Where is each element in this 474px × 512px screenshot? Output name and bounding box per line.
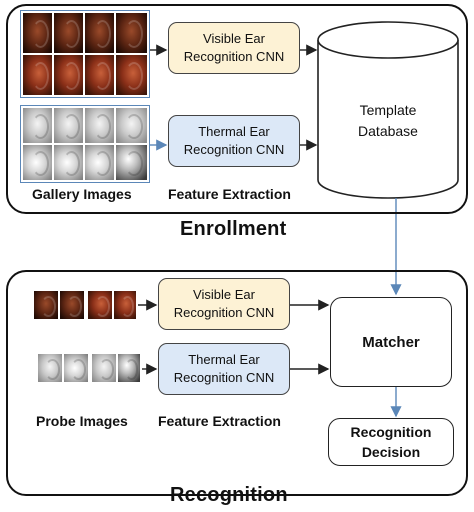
gallery-images-label: Gallery Images [32, 186, 132, 202]
probe-thermal-ear-image [64, 354, 88, 382]
recognition-title: Recognition [170, 484, 288, 506]
gallery-thermal-ear-image [85, 145, 114, 180]
gallery-visible-ear-image [116, 55, 147, 95]
cnn-label-line1: Thermal Ear [198, 124, 270, 139]
cnn-label-line1: Visible Ear [193, 287, 255, 302]
gallery-thermal-ear-image [116, 108, 147, 143]
thermal-gallery-images [20, 105, 150, 183]
template-database-label: Template Database [326, 100, 450, 142]
gallery-visible-ear-image [85, 55, 114, 95]
enrollment-panel [6, 4, 468, 214]
enrollment-visible-cnn-box: Visible Ear Recognition CNN [168, 22, 300, 74]
enrollment-thermal-cnn-box: Thermal Ear Recognition CNN [168, 115, 300, 167]
gallery-thermal-ear-image [116, 145, 147, 180]
decision-label-line1: Recognition [350, 424, 432, 440]
gallery-thermal-ear-image [85, 108, 114, 143]
database-label-line2: Database [358, 123, 418, 139]
enrollment-title: Enrollment [180, 218, 287, 240]
probe-thermal-ear-image [38, 354, 62, 382]
decision-label-line2: Decision [361, 444, 421, 460]
recognition-thermal-cnn-box: Thermal Ear Recognition CNN [158, 343, 290, 395]
cnn-label-line1: Thermal Ear [188, 352, 260, 367]
enrollment-feature-extraction-label: Feature Extraction [168, 186, 291, 202]
gallery-visible-ear-image [85, 13, 114, 53]
cnn-label-line2: Recognition CNN [173, 370, 275, 385]
gallery-visible-ear-image [54, 13, 83, 53]
recognition-feature-extraction-label: Feature Extraction [158, 413, 281, 429]
probe-thermal-ear-image [118, 354, 140, 382]
visible-gallery-images [20, 10, 150, 98]
probe-images-label: Probe Images [36, 413, 128, 429]
recognition-decision-box: Recognition Decision [328, 418, 454, 466]
gallery-visible-ear-image [54, 55, 83, 95]
matcher-label: Matcher [362, 333, 420, 351]
probe-visible-ear-image [34, 291, 58, 319]
probe-visible-ear-image [88, 291, 112, 319]
gallery-thermal-ear-image [23, 145, 52, 180]
cnn-label-line2: Recognition CNN [183, 49, 285, 64]
gallery-thermal-ear-image [54, 108, 83, 143]
database-label-line1: Template [359, 102, 417, 118]
gallery-visible-ear-image [23, 55, 52, 95]
probe-thermal-ear-image [92, 354, 116, 382]
gallery-visible-ear-image [23, 13, 52, 53]
probe-visible-ear-image [114, 291, 136, 319]
cnn-label-line2: Recognition CNN [173, 305, 275, 320]
gallery-thermal-ear-image [23, 108, 52, 143]
recognition-visible-cnn-box: Visible Ear Recognition CNN [158, 278, 290, 330]
gallery-thermal-ear-image [54, 145, 83, 180]
recognition-panel [6, 270, 468, 496]
gallery-visible-ear-image [116, 13, 147, 53]
cnn-label-line2: Recognition CNN [183, 142, 285, 157]
matcher-box: Matcher [330, 297, 452, 387]
probe-visible-ear-image [60, 291, 84, 319]
cnn-label-line1: Visible Ear [203, 31, 265, 46]
